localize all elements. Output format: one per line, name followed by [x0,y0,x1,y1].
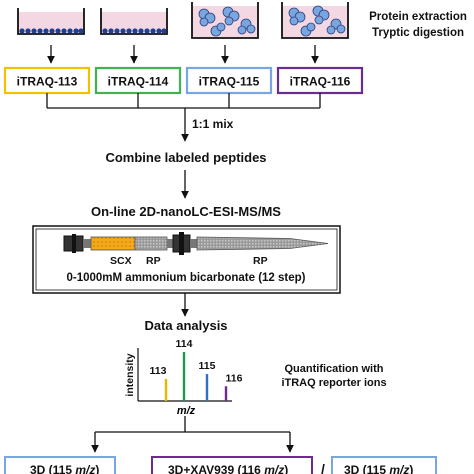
combine-label: Combine labeled peptides [105,150,266,165]
itraq-116-label: iTRAQ-116 [290,75,351,89]
quant-line2: iTRAQ reporter ions [281,377,386,389]
svg-text:3D+XAV939 (116 m/z): 3D+XAV939 (116 m/z) [168,463,288,474]
lc-system-box: SCX RP RP 0-1000mM ammonium bicarbonate … [32,225,341,294]
slash-separator: / [321,461,325,474]
itraq-116-box: iTRAQ-116 [276,66,364,95]
peak-label-115: 115 [199,360,216,372]
bottom-box-xav939: 3D+XAV939 (116 m/z) [151,456,313,474]
scx-label: SCX [110,255,132,267]
peak-label-114: 114 [176,338,193,350]
mix-label: 1:1 mix [192,117,234,131]
bottom-box-3d-b: 3D (115 m/z) [331,456,437,474]
protein-extraction-label: Protein extraction [369,11,467,23]
gradient-label: 0-1000mM ammonium bicarbonate (12 step) [66,272,305,284]
bottom-2-prefix: 3D+XAV939 (116 [168,463,264,474]
peak-label-116: 116 [226,372,243,384]
rp-analytical-column [196,236,329,251]
rp-label-1: RP [146,255,161,267]
bottom-3-suffix: ) [409,463,413,474]
intensity-label: intensity [124,353,136,396]
dish-3d-116 [281,2,349,39]
dish-3d-115 [191,2,259,39]
bottom-box-3d-a: 3D (115 m/z) [4,456,116,474]
bottom-1-prefix: 3D (115 [30,463,75,474]
cell-layer [102,28,167,34]
spheroid-cluster [198,6,256,37]
bottom-1-mz: m/z [75,463,95,474]
svg-text:3D (115 m/z): 3D (115 m/z) [344,463,413,474]
bottom-1-suffix: ) [95,463,99,474]
itraq-115-label: iTRAQ-115 [199,75,260,89]
rp-label-2: RP [253,255,268,267]
online-label: On-line 2D-nanoLC-ESI-MS/MS [91,204,281,219]
cell-layer [19,28,84,34]
bottom-2-mz: m/z [264,463,284,474]
reporter-spectrum: intensity m/z 113 114 115 116 [124,338,243,417]
itraq-114-box: iTRAQ-114 [94,66,182,95]
bottom-2-suffix: ) [284,463,288,474]
dish-2d-113 [17,8,85,35]
bottom-3-mz: m/z [389,463,409,474]
mz-axis-label: m/z [177,405,196,417]
tryptic-digestion-label: Tryptic digestion [372,27,464,39]
quant-line1: Quantification with [285,363,384,375]
itraq-115-box: iTRAQ-115 [185,66,273,95]
merge-bracket [46,93,321,109]
itraq-113-label: iTRAQ-113 [17,75,78,89]
itraq-114-label: iTRAQ-114 [108,75,169,89]
peak-label-113: 113 [150,365,167,377]
scx-column [90,236,136,251]
itraq-113-box: iTRAQ-113 [3,66,91,95]
dish-2d-114 [100,8,168,35]
rp-trap-column [134,236,168,251]
data-analysis-label: Data analysis [144,318,227,333]
spheroid-cluster [288,5,346,37]
svg-text:3D (115 m/z): 3D (115 m/z) [30,463,99,474]
bottom-3-prefix: 3D (115 [344,463,389,474]
